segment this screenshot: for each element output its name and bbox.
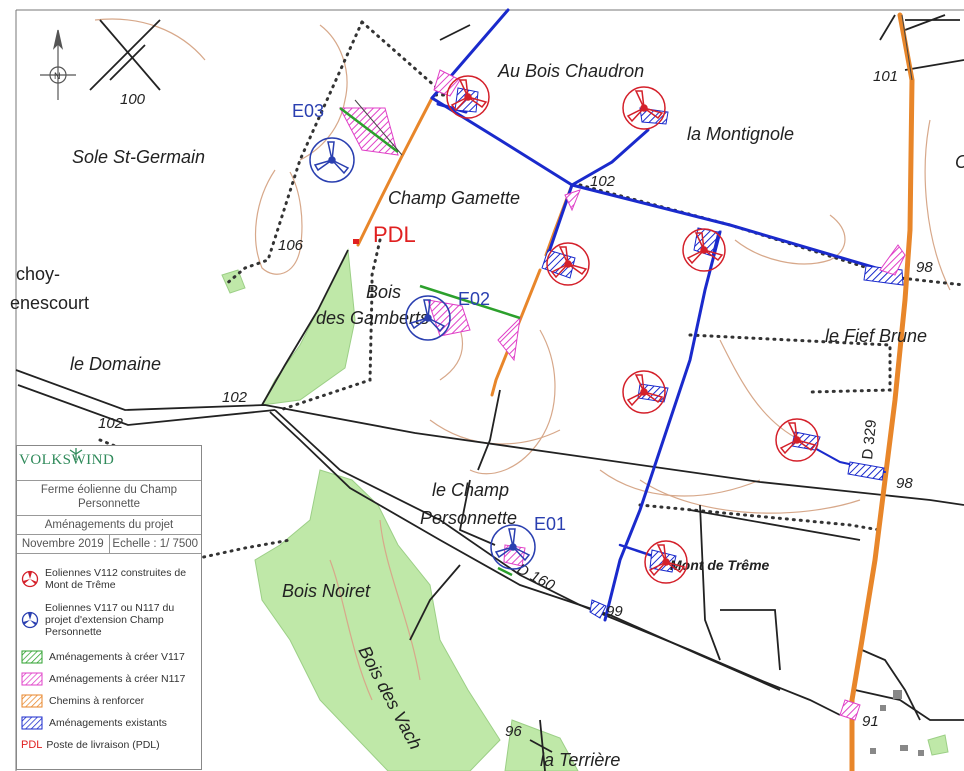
label-edge-c: C <box>955 152 964 172</box>
legend-label-v117: Aménagements à créer V117 <box>49 651 185 663</box>
legend-label-new-turbines: Eoliennes V117 ou N117 du projet d'exten… <box>45 602 175 638</box>
elevation-96: 96 <box>505 723 522 740</box>
label-la-montignole: la Montignole <box>687 124 794 144</box>
elevation-98-north: 98 <box>916 259 933 276</box>
legend-item-n117: Aménagements à créer N117 <box>17 668 201 690</box>
existing-turbine-4[interactable] <box>682 228 726 272</box>
legend-item-existing-turbines: Eoliennes V112 construites de Mont de Tr… <box>17 564 201 594</box>
existing-turbines[interactable] <box>446 75 819 584</box>
elevation-102-north: 102 <box>590 173 616 190</box>
pdl-label: PDL <box>373 222 416 247</box>
map-legend: VOLKSWIND Ferme éolienne du Champ Person… <box>16 445 202 770</box>
turbine-e01[interactable] <box>490 524 536 570</box>
label-choy: choy- <box>16 264 60 284</box>
existing-turbine-1[interactable] <box>446 75 490 119</box>
label-bois: Bois <box>366 282 401 302</box>
pdl-marker[interactable] <box>353 239 359 244</box>
elevation-102-edge: 102 <box>98 415 124 432</box>
legend-item-existing: Aménagements existants <box>17 712 201 734</box>
legend-header: VOLKSWIND <box>17 446 201 481</box>
elevation-101: 101 <box>873 68 898 85</box>
existing-access-works <box>430 8 902 622</box>
green-hatch-icon <box>21 650 43 664</box>
legend-scale: Echelle : 1/ 7500 <box>108 535 202 553</box>
existing-turbine-7[interactable] <box>644 540 688 584</box>
turbine-e02[interactable] <box>405 295 451 341</box>
north-arrow <box>40 29 76 100</box>
legend-item-new-turbines: Eoliennes V117 ou N117 du projet d'exten… <box>17 600 201 640</box>
label-d329: D 329 <box>859 419 880 461</box>
orange-hatch-icon <box>21 694 43 708</box>
roads <box>15 14 964 771</box>
v117-platforms <box>339 107 521 577</box>
compass-letter: N <box>54 71 61 81</box>
elevation-98-south: 98 <box>896 475 913 492</box>
label-au-bois-chaudron: Au Bois Chaudron <box>497 61 644 81</box>
new-turbines[interactable] <box>309 137 536 570</box>
elevation-labels: 100 101 106 102 102 102 98 98 99 96 91 <box>98 68 933 740</box>
existing-turbine-5[interactable] <box>622 370 666 414</box>
blue-turbine-icon <box>21 611 39 629</box>
turbine-e03[interactable] <box>309 137 355 183</box>
turbine-tag-e01: E01 <box>534 514 566 534</box>
elevation-106: 106 <box>278 237 304 254</box>
red-turbine-icon <box>21 570 39 588</box>
legend-label-pdl: Poste de livraison (PDL) <box>46 739 160 751</box>
elevation-102-west: 102 <box>222 389 248 406</box>
elevation-100: 100 <box>120 91 146 108</box>
legend-pdl-code: PDL <box>21 739 43 751</box>
legend-label-n117: Aménagements à créer N117 <box>49 673 186 685</box>
legend-item-v117: Aménagements à créer V117 <box>17 646 201 668</box>
label-le-fief-brunet: le Fief Brune <box>825 326 927 346</box>
legend-item-reinforce: Chemins à renforcer <box>17 690 201 712</box>
legend-label-existing: Aménagements existants <box>49 717 167 729</box>
elevation-99: 99 <box>606 603 623 620</box>
existing-turbine-3[interactable] <box>546 242 590 286</box>
blue-hatch-icon <box>21 716 43 730</box>
legend-label-reinforce: Chemins à renforcer <box>49 695 145 707</box>
label-le-champ: le Champ <box>432 480 509 500</box>
label-sole-st-germain: Sole St-Germain <box>72 147 205 167</box>
label-des-gamberts: des Gamberts <box>316 308 429 328</box>
village-buildings <box>870 690 924 756</box>
label-le-domaine: le Domaine <box>70 354 161 374</box>
contour-lines <box>94 18 951 701</box>
elevation-91: 91 <box>862 713 879 730</box>
legend-project-title: Ferme éolienne du Champ Personnette <box>17 481 201 516</box>
legend-date-scale-row: Novembre 2019 Echelle : 1/ 7500 <box>17 535 201 554</box>
volkswind-logo-icon <box>69 448 83 460</box>
volkswind-logo: VOLKSWIND <box>19 452 115 468</box>
legend-item-pdl: PDL Poste de livraison (PDL) <box>17 734 201 756</box>
legend-label-existing-turbines: Eoliennes V112 construites de Mont de Tr… <box>45 567 187 591</box>
label-nescourt: enescourt <box>10 293 89 313</box>
existing-turbine-6[interactable] <box>775 418 819 462</box>
existing-turbine-2[interactable] <box>622 86 666 130</box>
label-personnette: Personnette <box>420 508 517 528</box>
turbine-tag-e02: E02 <box>458 289 490 309</box>
legend-subtitle: Aménagements du projet <box>17 516 201 535</box>
label-champ-gamette: Champ Gamette <box>388 188 520 208</box>
label-bois-noiret: Bois Noiret <box>282 581 371 601</box>
label-mont-de-treme: Mont de Trême <box>670 557 770 573</box>
pink-hatch-icon <box>21 672 43 686</box>
label-la-terriere: la Terrière <box>540 750 620 770</box>
legend-date: Novembre 2019 <box>21 538 104 550</box>
turbine-tag-e03: E03 <box>292 101 324 121</box>
